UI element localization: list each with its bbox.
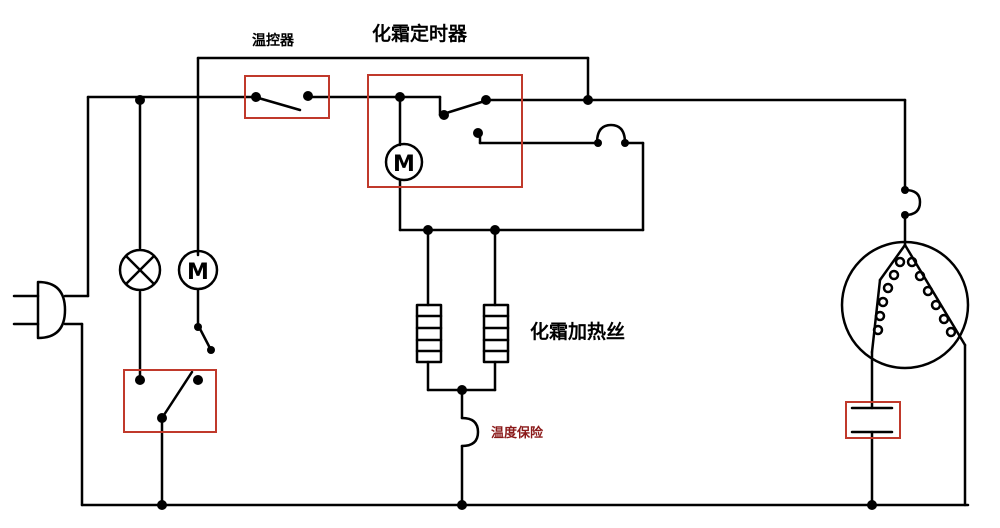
main-wires <box>80 56 970 507</box>
door-switch <box>160 370 194 420</box>
fan-motor-icon <box>177 249 219 291</box>
door-switch-box <box>123 369 217 433</box>
thermostat-switch <box>253 95 302 112</box>
temp-fuse-label: 温度保险 <box>491 425 544 441</box>
thermostat-box <box>244 75 330 119</box>
defrost-heater-label: 化霜加热丝 <box>530 320 625 343</box>
overload-protector-icon <box>903 188 922 217</box>
timer-motor-letter: M <box>393 152 415 177</box>
heater-resistor-icon <box>415 303 510 364</box>
timer-box <box>367 74 523 188</box>
lamp-icon <box>118 248 162 292</box>
capacitor-box <box>845 401 901 439</box>
junction-dots <box>135 91 909 510</box>
timer-fuse-icon <box>595 123 627 145</box>
thermal-fuse-icon <box>460 416 480 448</box>
capacitor-icon <box>850 406 894 434</box>
timer-motor-icon <box>384 142 424 182</box>
power-plug-icon <box>12 280 90 340</box>
fan-motor-letter: M <box>187 260 209 285</box>
compressor-motor-icon <box>840 240 970 370</box>
defrost-timer-label: 化霜定时器 <box>372 22 468 45</box>
thermostat-label: 温控器 <box>252 32 295 49</box>
